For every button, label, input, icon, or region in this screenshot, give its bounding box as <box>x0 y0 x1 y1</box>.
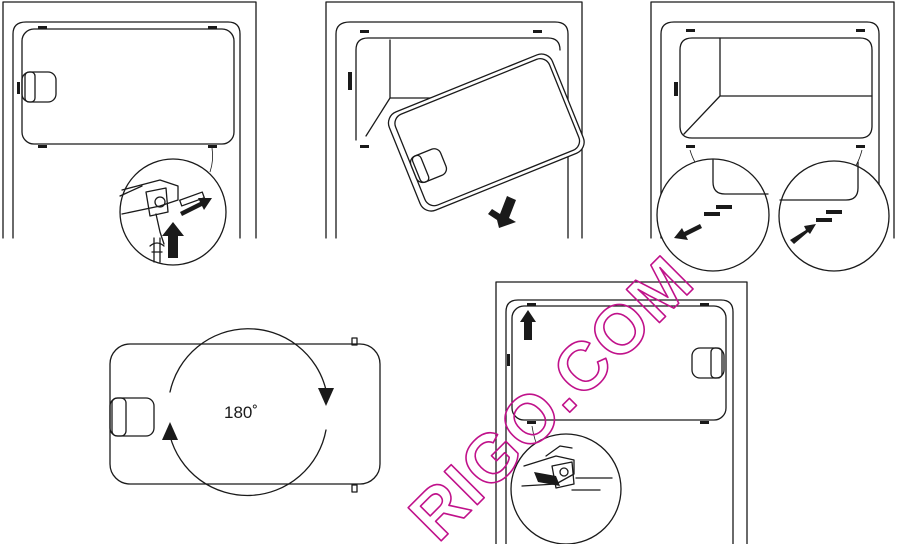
fridge-inner-lining <box>505 299 734 544</box>
detached-freezer-door <box>387 53 585 212</box>
step-1-panel <box>2 1 257 266</box>
step-5-panel <box>495 281 748 544</box>
freezer-compartment <box>679 37 873 139</box>
screwdriver-icon <box>149 237 165 263</box>
rotation-arc-bottom <box>169 429 327 497</box>
arrow-head-down <box>318 388 334 406</box>
fridge-cabinet-outline <box>650 1 895 239</box>
door-handle <box>21 71 57 103</box>
arrow-up-icon <box>520 310 536 340</box>
door-handle <box>109 397 155 437</box>
fridge-cabinet-outline <box>2 1 257 239</box>
freezer-compartment <box>355 37 561 141</box>
hinge-detail-magnifier <box>119 158 227 266</box>
arrow-up-icon <box>162 222 184 258</box>
fridge-cabinet-outline <box>325 1 583 239</box>
arrow-up-right-icon <box>790 224 816 244</box>
fridge-inner-lining <box>12 21 241 239</box>
freezer-door <box>21 28 235 145</box>
door-handle <box>409 148 448 184</box>
arrow-down-icon <box>488 196 516 228</box>
freezer-door <box>511 305 727 421</box>
fridge-inner-lining <box>335 21 569 239</box>
bottom-hinge-right <box>208 145 217 148</box>
bottom-hinge-left <box>38 145 47 148</box>
hinge-pin-bottom <box>351 484 358 493</box>
hinge-bracket-detail <box>521 445 613 491</box>
step-2-panel <box>325 1 585 239</box>
top-hinge-right <box>208 26 217 29</box>
top-hinge-left <box>38 26 47 29</box>
right-pin-detail-magnifier <box>778 160 890 272</box>
hinge-pin-block <box>534 472 560 486</box>
step-4-panel: 180˚ <box>109 328 381 497</box>
rotation-angle-label: 180˚ <box>224 403 258 422</box>
hinge-pin-top <box>351 337 358 346</box>
arrow-down-left-icon <box>674 224 702 240</box>
arrow-head-up <box>162 422 178 440</box>
hinge-bracket-detail <box>119 179 205 245</box>
fridge-cabinet-outline <box>495 281 748 544</box>
fridge-inner-lining <box>660 21 880 239</box>
step-3-panel <box>650 1 895 272</box>
arrow-right-icon <box>180 198 212 216</box>
door-handle <box>691 347 725 379</box>
rotation-arc-top <box>169 328 327 393</box>
